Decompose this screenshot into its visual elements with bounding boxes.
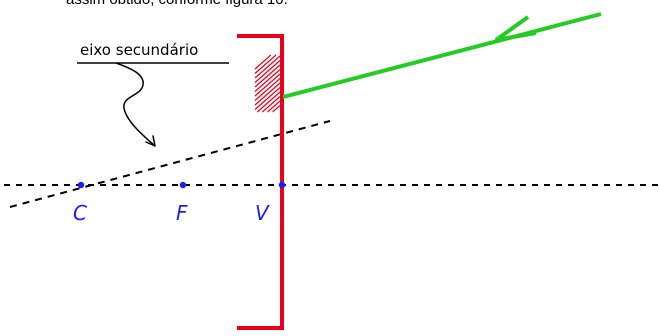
hatch-line (254, 54, 277, 74)
hatch-line (256, 91, 281, 113)
point-c-label: C (73, 201, 87, 225)
callout-arrowhead (145, 135, 156, 147)
point-v-dot (278, 181, 286, 189)
hatch-line (254, 60, 281, 83)
hatch-line (267, 100, 281, 113)
hatch-line (254, 69, 281, 92)
mirror-hatching (254, 54, 281, 113)
hatch-line (254, 82, 281, 106)
hatch-line (254, 73, 281, 97)
callout-leader (115, 62, 156, 147)
ray-direction-arrow (494, 15, 537, 42)
secondary-axis-label: eixo secundário (80, 41, 198, 59)
caption-text: assim obtido, conforme figura 10. (66, 0, 288, 8)
hatch-line (261, 96, 281, 113)
hatch-line (254, 64, 281, 88)
plane-mirror (237, 34, 284, 330)
hatch-line (254, 87, 281, 110)
hatch-line (254, 78, 281, 101)
incident-ray (282, 12, 602, 99)
secondary-axis (9, 120, 331, 208)
point-v-label: V (255, 201, 270, 225)
point-f-label: F (176, 201, 188, 225)
hatch-line (272, 105, 281, 113)
hatch-line (254, 55, 281, 79)
point-f-dot (179, 181, 187, 189)
point-c-dot (77, 181, 85, 189)
hatch-line (254, 54, 272, 70)
